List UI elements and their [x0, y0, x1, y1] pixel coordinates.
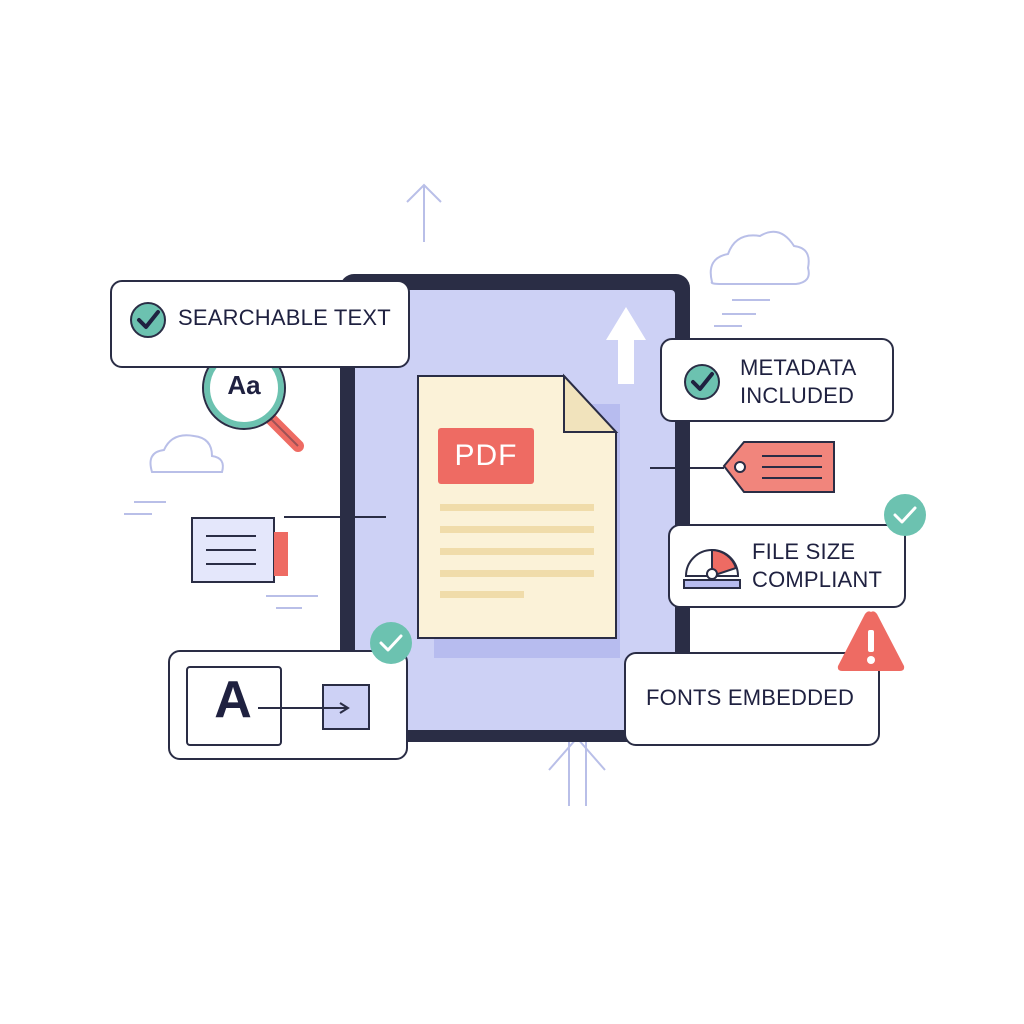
pdf-badge: PDF: [438, 428, 534, 484]
arrow-right-icon: [258, 702, 350, 714]
check-badge-icon: [884, 494, 926, 536]
check-icon: [130, 302, 166, 338]
file-size-label-line1: FILE SIZE: [752, 539, 856, 564]
metadata-card: METADATA INCLUDED: [660, 338, 894, 422]
font-conversion-card: [168, 650, 408, 760]
page-fold: [563, 373, 619, 433]
double-up-arrow-icon: [548, 736, 606, 806]
font-letter: A: [214, 671, 252, 729]
warning-icon: [837, 611, 905, 671]
check-icon: [684, 364, 720, 400]
upload-arrow-icon: [606, 307, 646, 384]
fonts-embedded-label: FONTS EMBEDDED: [646, 685, 855, 710]
check-badge-icon: [370, 622, 412, 664]
file-size-card: FILE SIZE COMPLIANT: [668, 524, 906, 608]
searchable-text-card: SEARCHABLE TEXT: [110, 280, 410, 368]
doc-card-tab: [274, 532, 288, 576]
tag-icon: [722, 441, 835, 493]
font-box: [186, 666, 282, 746]
text-lines: [440, 504, 594, 598]
metadata-label-line1: METADATA: [740, 355, 857, 380]
cloud-icon: [709, 230, 810, 285]
cloud-icon: [149, 434, 224, 473]
up-arrow-icon: [406, 183, 442, 242]
searchable-text-label: SEARCHABLE TEXT: [178, 305, 391, 330]
file-size-label-line2: COMPLIANT: [752, 567, 883, 592]
fonts-embedded-card: FONTS EMBEDDED: [624, 652, 880, 746]
gauge-icon: [683, 548, 741, 589]
magnifier-text: Aa: [227, 370, 261, 400]
metadata-label-line2: INCLUDED: [740, 383, 855, 408]
